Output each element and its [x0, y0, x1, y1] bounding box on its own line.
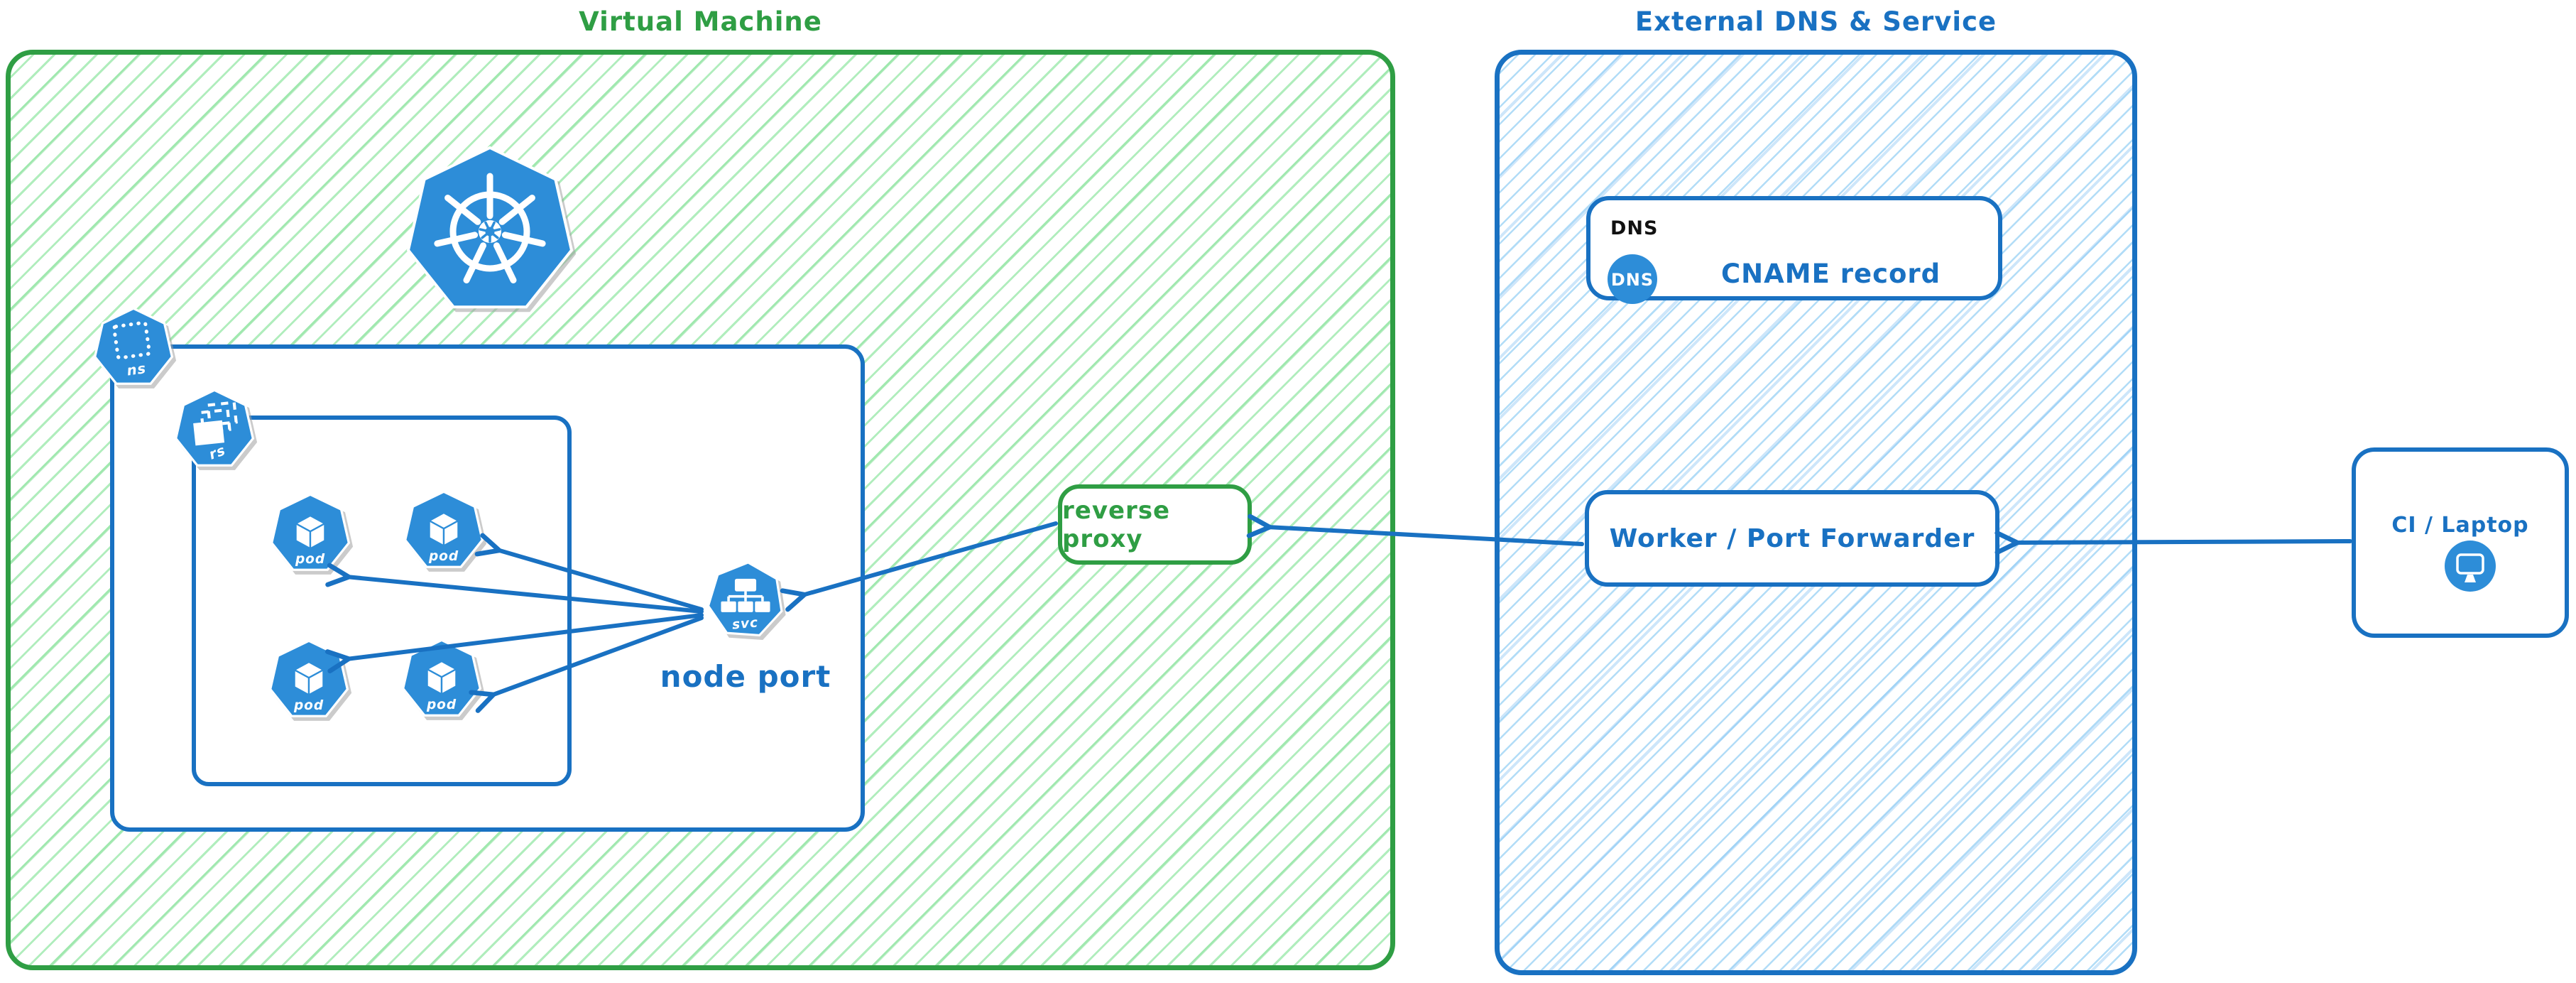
node-port-caption: node port: [660, 659, 831, 694]
pod-1-icon: pod: [270, 493, 351, 571]
worker-port-forwarder-label: Worker / Port Forwarder: [1609, 523, 1975, 553]
svg-text:pod: pod: [295, 552, 325, 567]
cname-record-label: CNAME record: [1721, 259, 1941, 289]
svg-text:pod: pod: [426, 697, 457, 712]
replicaset-icon: rs: [174, 389, 255, 467]
ci-laptop-label: CI / Laptop: [2391, 513, 2529, 538]
pod-2-icon: pod: [403, 490, 484, 568]
reverse-proxy-node: reverse proxy: [1058, 484, 1252, 565]
dns-icon: DNS: [1608, 254, 1657, 304]
laptop-monitor-icon: [2445, 541, 2496, 592]
namespace-icon: ns: [93, 307, 174, 385]
svg-text:ns: ns: [126, 360, 147, 379]
pod-4-icon: pod: [401, 639, 482, 717]
svg-text:svc: svc: [731, 615, 759, 632]
ci-laptop-node: CI / Laptop: [2352, 447, 2569, 638]
dns-header-label: DNS: [1610, 217, 1659, 239]
reverse-proxy-label: reverse proxy: [1062, 496, 1171, 553]
worker-port-forwarder-node: Worker / Port Forwarder: [1585, 490, 1999, 587]
pod-3-icon: pod: [268, 639, 349, 717]
kubernetes-logo-icon: [406, 146, 574, 309]
virtual-machine-title: Virtual Machine: [579, 6, 822, 37]
svg-text:DNS: DNS: [1611, 270, 1654, 290]
service-icon: svc: [706, 561, 783, 637]
svg-text:pod: pod: [293, 698, 324, 713]
dns-record-node: DNS DNS CNAME record: [1586, 196, 2002, 304]
external-dns-service-title: External DNS & Service: [1634, 6, 1997, 37]
svg-text:pod: pod: [428, 549, 459, 564]
